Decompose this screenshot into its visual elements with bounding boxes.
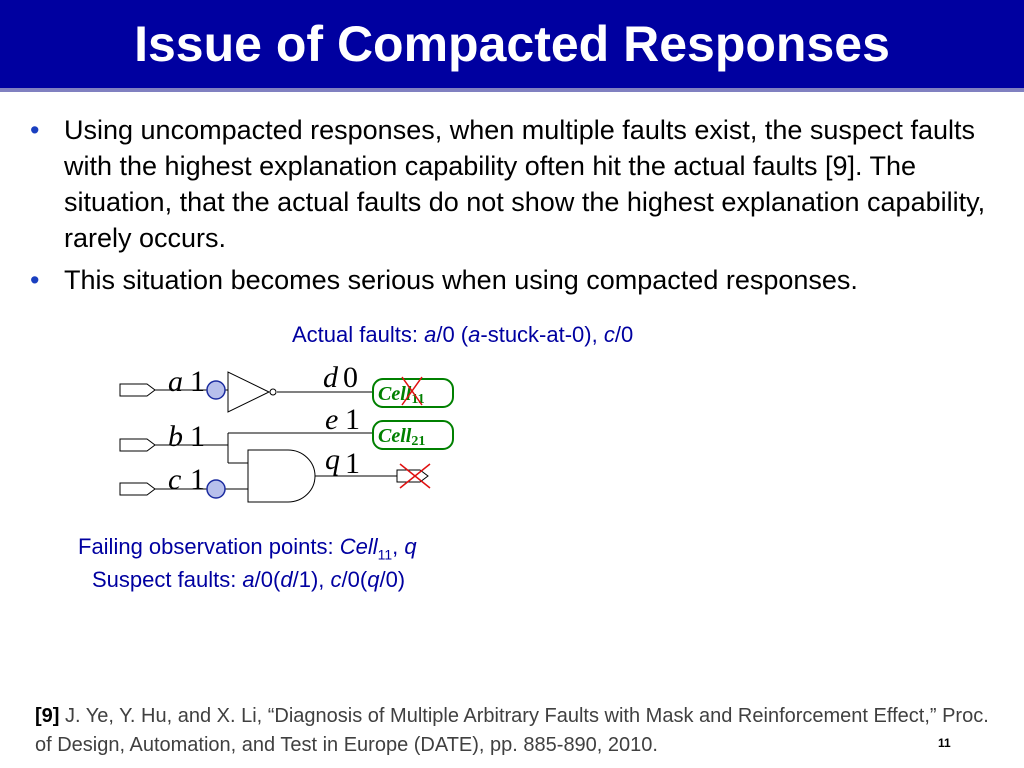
suspect-faults-caption: Suspect faults: a/0(d/1), c/0(q/0) <box>92 566 405 594</box>
reference-tag: [9] <box>35 705 60 727</box>
fault-site-c <box>206 479 226 499</box>
page-number: 11 <box>938 736 951 750</box>
failing-cell-sub: 11 <box>377 546 393 563</box>
suspect-signal: d <box>280 567 293 592</box>
suspect-text: /0( <box>254 567 281 592</box>
fault-text: -stuck-at-0), <box>480 322 604 347</box>
and-gate <box>247 449 316 503</box>
bullet-icon: • <box>30 115 40 145</box>
actual-faults-caption: Actual faults: a/0 (a-stuck-at-0), c/0 <box>292 321 633 349</box>
actual-faults-label: Actual faults: <box>292 322 425 347</box>
suspect-signal: q <box>367 567 380 592</box>
reference-footnote: [9] J. Ye, Y. Hu, and X. Li, “Diagnosis … <box>35 702 995 760</box>
cell-21-box <box>372 420 454 450</box>
bullet-item: • This situation becomes serious when us… <box>30 262 1000 298</box>
bullet-item: • Using uncompacted responses, when mult… <box>30 112 1000 256</box>
bullet-text: This situation becomes serious when usin… <box>64 265 858 295</box>
failing-cell: Cell <box>339 534 378 559</box>
input-label-a: a <box>168 365 183 398</box>
suspect-text: /0) <box>379 567 406 592</box>
failing-points-caption: Failing observation points: Cell11, q <box>78 533 417 568</box>
suspect-signal: c <box>330 567 342 592</box>
fault-signal: a <box>468 322 481 347</box>
input-value-c: 1 <box>190 463 205 496</box>
reference-text: J. Ye, Y. Hu, and X. Li, “Diagnosis of M… <box>35 705 989 756</box>
title-bar: Issue of Compacted Responses <box>0 0 1024 92</box>
separator: , <box>392 534 405 559</box>
circuit-diagram: a 1 b 1 c 1 d 0 e 1 q 1 Cell11 Cell21 <box>119 361 454 503</box>
suspect-text: /0( <box>341 567 368 592</box>
input-pin-a <box>119 383 156 397</box>
fault-text: /0 ( <box>436 322 469 347</box>
signal-value-d: 0 <box>343 361 358 394</box>
signal-label-d: d <box>323 361 339 394</box>
signal-label-q: q <box>325 443 340 476</box>
bullet-list: • Using uncompacted responses, when mult… <box>30 112 1000 304</box>
bullet-icon: • <box>30 265 40 295</box>
input-label-c: c <box>168 463 181 496</box>
signal-value-q: 1 <box>345 447 360 480</box>
input-pin-b <box>119 438 156 452</box>
input-label-b: b <box>168 420 183 453</box>
not-gate <box>227 371 271 413</box>
input-pin-c <box>119 482 156 496</box>
fault-signal: a <box>424 322 437 347</box>
slide-title: Issue of Compacted Responses <box>134 16 890 72</box>
fault-signal: c <box>603 322 615 347</box>
signal-label-e: e <box>325 403 338 436</box>
fault-site-a <box>206 380 226 400</box>
input-value-b: 1 <box>190 420 205 453</box>
failing-q: q <box>404 534 417 559</box>
suspect-text: /1), <box>292 567 331 592</box>
suspect-signal: a <box>242 567 255 592</box>
input-value-a: 1 <box>190 365 205 398</box>
cross-icon <box>399 463 431 489</box>
cell-21-label: Cell21 <box>378 425 425 449</box>
bullet-text: Using uncompacted responses, when multip… <box>64 115 986 253</box>
cross-icon <box>401 376 423 406</box>
failing-points-label: Failing observation points: <box>78 534 340 559</box>
output-pin-q <box>396 469 429 483</box>
signal-value-e: 1 <box>345 403 360 436</box>
suspect-faults-label: Suspect faults: <box>92 567 243 592</box>
fault-text: /0 <box>614 322 634 347</box>
not-gate-bubble <box>269 388 277 396</box>
